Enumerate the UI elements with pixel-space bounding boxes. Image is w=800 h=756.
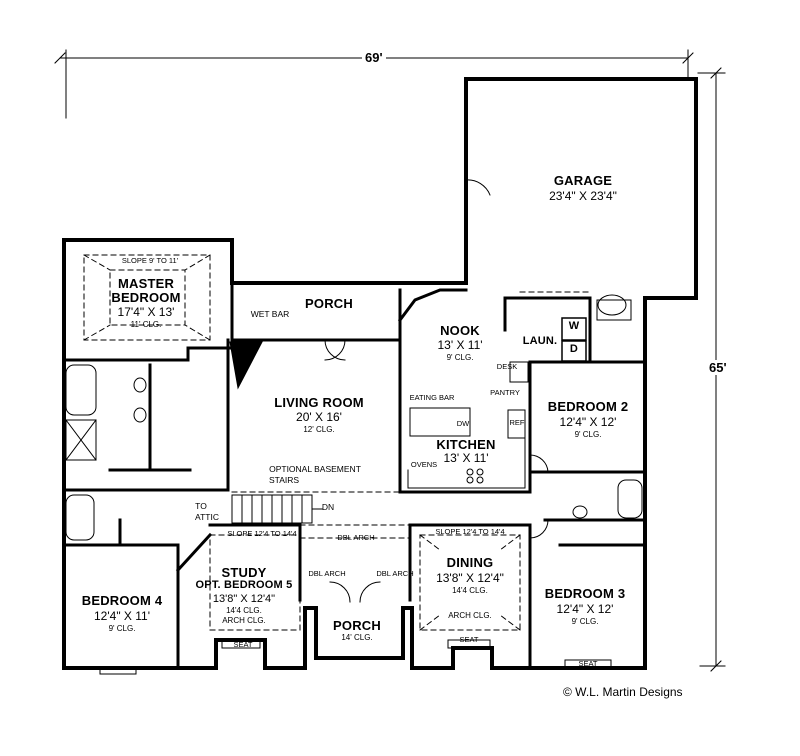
master-name-line2: BEDROOM — [111, 290, 181, 305]
doors — [324, 179, 549, 603]
living-room-size: 20' X 16' — [296, 410, 342, 424]
study-name-line2: OPT. BEDROOM 5 — [195, 579, 293, 591]
study-name-line1: STUDY — [221, 565, 267, 580]
dining-ceiling: 14'4 CLG. — [452, 586, 488, 595]
laundry-name: LAUN. — [522, 335, 558, 347]
bath-fixtures — [65, 294, 643, 541]
study-seat-label: SEAT — [233, 640, 253, 649]
dining-slope-note: SLOPE 12'4 TO 14'4 — [435, 527, 505, 536]
living-room-name: LIVING ROOM — [274, 395, 364, 410]
kitchen-name: KITCHEN — [436, 437, 496, 452]
bedroom3-size: 12'4" X 12' — [556, 602, 614, 616]
study-size: 13'8" X 12'4" — [212, 593, 276, 605]
nook-name: NOOK — [440, 323, 480, 338]
rear-porch-name: PORCH — [305, 296, 353, 311]
interior-walls — [62, 281, 647, 670]
master-slope-note: SLOPE 9' TO 11' — [121, 256, 179, 265]
dining-size: 13'8" X 12'4" — [436, 571, 504, 585]
bedroom4-size: 12'4" X 11' — [94, 609, 150, 623]
study-ceiling: 14'4 CLG. — [226, 606, 262, 615]
washer-dryer — [561, 317, 587, 362]
washer-label: W — [568, 320, 580, 332]
dishwasher-label: DW — [456, 419, 470, 428]
wet-bar-label: WET BAR — [250, 309, 290, 319]
attic-label-line2: ATTIC — [195, 512, 219, 522]
study-arch-ceiling: ARCH CLG. — [222, 616, 266, 625]
overall-depth: 65' — [706, 360, 730, 375]
bedroom4-name: BEDROOM 4 — [81, 593, 163, 608]
study-slope-note: SLOPE 12'4 TO 14'4 — [227, 529, 297, 538]
garage-name: GARAGE — [553, 173, 613, 188]
stairs — [231, 494, 323, 524]
dbl-arch-left-label: DBL ARCH — [308, 569, 346, 578]
bedroom3-name: BEDROOM 3 — [544, 586, 626, 601]
master-size: 17'4" X 13' — [117, 305, 175, 319]
bedroom2-ceiling: 9' CLG. — [574, 430, 602, 439]
eating-bar-label: EATING BAR — [409, 393, 455, 402]
exterior-walls — [62, 77, 698, 670]
bedroom3-ceiling: 9' CLG. — [571, 617, 599, 626]
master-name-line1: MASTER — [117, 276, 175, 291]
ceiling-lines — [83, 254, 591, 631]
refrigerator-label: REF — [509, 418, 525, 427]
ovens-label: OVENS — [410, 460, 438, 469]
overall-width: 69' — [362, 50, 386, 65]
dining-name: DINING — [446, 555, 494, 570]
attic-label-line1: TO — [195, 501, 207, 511]
designer-credit: © W.L. Martin Designs — [563, 685, 683, 699]
bedroom4-ceiling: 9' CLG. — [108, 624, 136, 633]
stairs-label-line2: STAIRS — [268, 475, 300, 485]
stairs-down-label: DN — [321, 502, 335, 512]
bedroom3-seat-label: SEAT — [578, 659, 598, 668]
kitchen-size: 13' X 11' — [443, 451, 489, 465]
pantry-label: PANTRY — [490, 388, 520, 397]
garage-size: 23'4" X 23'4" — [549, 189, 617, 203]
fireplace — [229, 341, 263, 390]
stairs-label-line1: OPTIONAL BASEMENT — [269, 464, 361, 474]
dryer-label: D — [569, 343, 579, 355]
window-seats — [99, 639, 612, 675]
front-porch-ceiling: 14' CLG. — [341, 633, 373, 642]
master-ceiling: 11' CLG. — [130, 320, 162, 329]
dining-arch-ceiling: ARCH CLG. — [448, 611, 492, 620]
nook-size: 13' X 11' — [437, 338, 483, 352]
kitchen-counters — [407, 361, 529, 489]
front-porch-name: PORCH — [333, 618, 381, 633]
dbl-arch-right-label: DBL ARCH — [376, 569, 414, 578]
living-room-ceiling: 12' CLG. — [303, 425, 335, 434]
nook-ceiling: 9' CLG. — [446, 353, 474, 362]
desk-label: DESK — [496, 362, 518, 371]
dining-seat-label: SEAT — [459, 635, 479, 644]
bedroom2-name: BEDROOM 2 — [547, 399, 629, 414]
dbl-arch-top-label: DBL ARCH — [337, 533, 375, 542]
bedroom2-size: 12'4" X 12' — [559, 415, 617, 429]
